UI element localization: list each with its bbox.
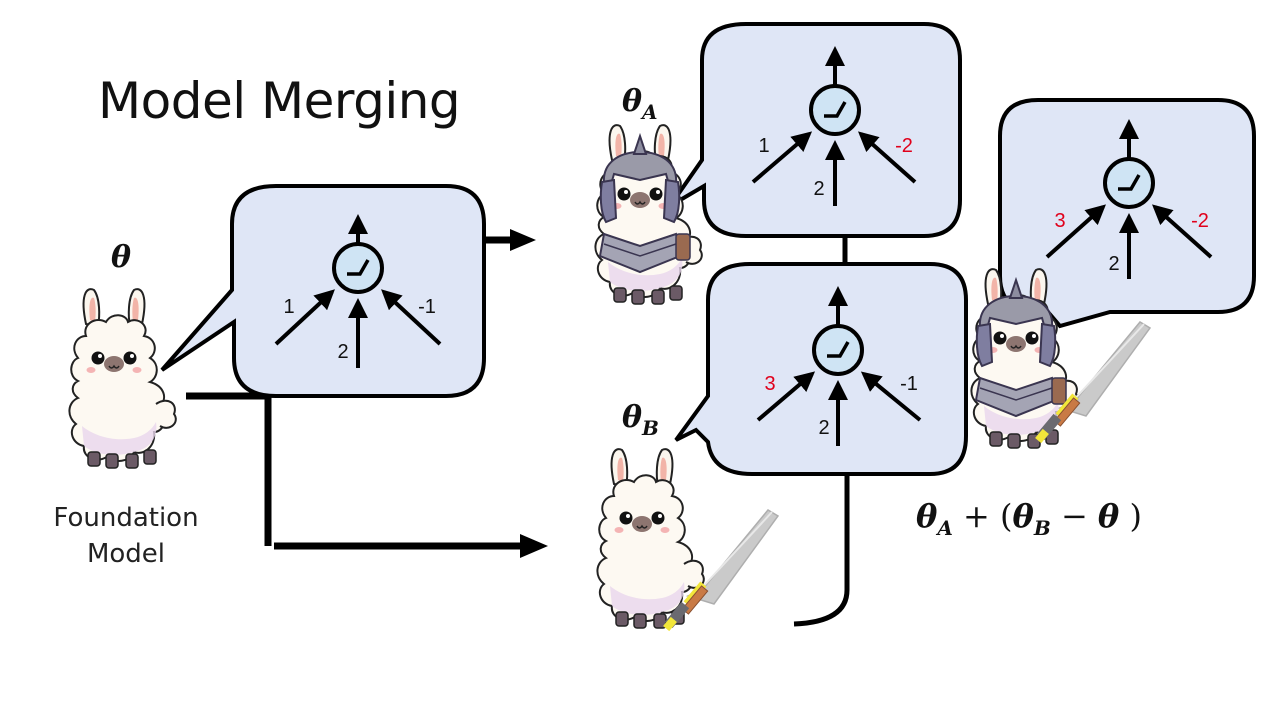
weight-foundation-left: 1: [283, 296, 294, 318]
weight-foundation-right: -1: [418, 296, 436, 318]
neuron-foundation: [274, 214, 442, 368]
bubble-model-a: [668, 22, 962, 238]
neuron-model-b: [756, 286, 922, 446]
foundation-model-caption: Foundation Model: [53, 503, 199, 569]
merge-formula: θA + (θB − θ ): [916, 497, 1142, 540]
arrow-head-to-model-a: [510, 229, 536, 251]
activation-icon: [332, 242, 384, 294]
activation-icon: [812, 324, 864, 376]
weight-foundation-mid: 2: [337, 341, 348, 363]
weight-model-a-right-changed: -2: [895, 135, 913, 157]
weight-model-b-mid: 2: [818, 417, 829, 439]
weight-merged-mid: 2: [1108, 253, 1119, 275]
weight-model-a-left: 1: [758, 135, 769, 157]
theta-foundation-label: θ: [111, 240, 132, 275]
weight-merged-left-changed: 3: [1054, 210, 1065, 232]
llama-model-b-sword-icon: [596, 448, 779, 633]
activation-icon: [1103, 157, 1155, 209]
activation-icon: [809, 84, 861, 136]
connector-merge-curve: [793, 474, 850, 627]
weight-model-b-right: -1: [900, 373, 918, 395]
weight-merged-right-changed: -2: [1191, 210, 1209, 232]
weight-model-a-mid: 2: [813, 178, 824, 200]
slide-title: Model Merging: [98, 72, 461, 130]
weight-model-b-left-changed: 3: [764, 373, 775, 395]
arrow-head-to-model-b: [520, 534, 548, 558]
llama-model-a-armored-icon: [594, 124, 703, 305]
llama-foundation-icon: [68, 288, 177, 469]
neuron-model-a: [751, 46, 917, 206]
theta-b-label: θB: [622, 400, 659, 440]
theta-a-label: θA: [622, 84, 658, 124]
neuron-merged: [1045, 119, 1213, 279]
bubble-foundation: [160, 184, 486, 398]
